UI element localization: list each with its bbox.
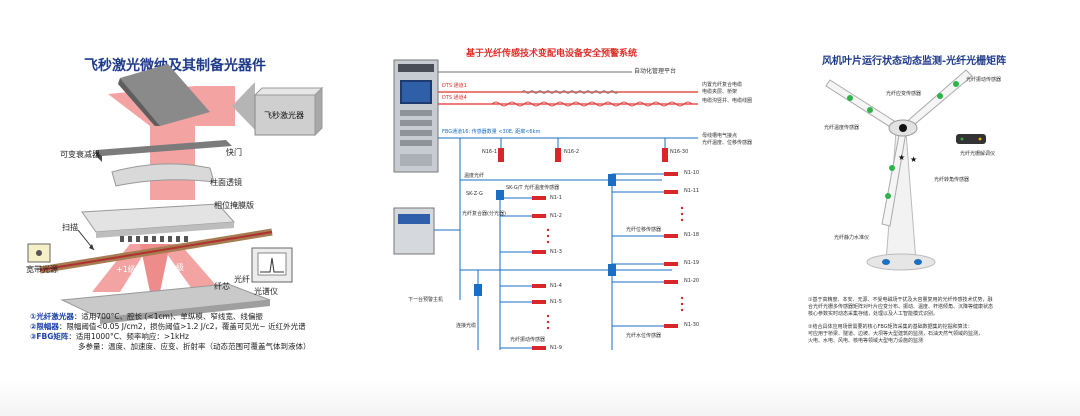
wind-turbine-panel: 风机叶片运行状态动态监测-光纤光栅矩阵 ★ ★ 光纤振动传感器 光纤应变传感器 … bbox=[790, 0, 1080, 416]
node-n1-18: N1-18 bbox=[684, 232, 700, 238]
label-minus1: -1级 bbox=[168, 263, 184, 272]
top-sensor-row bbox=[498, 148, 668, 162]
hub bbox=[899, 124, 907, 132]
label-angle-sensor: 光纤转角传感器 bbox=[934, 177, 970, 183]
caption-p1-l3: 核心参数实时动态采集存储，处理以及人工智能模式识别。 bbox=[808, 311, 939, 317]
label-sk: SK-Z-G bbox=[466, 191, 483, 197]
label-platform: 自动化管理平台 bbox=[634, 68, 677, 75]
panel1-title: 飞秒激光微纳及其制备光器件 bbox=[84, 58, 266, 74]
node-n1-3: N1-3 bbox=[550, 249, 562, 255]
cylindrical-lens bbox=[111, 163, 215, 187]
label-source: 宽带光源 bbox=[26, 265, 58, 274]
label-demod: 光纤光栅解调仪 bbox=[960, 151, 996, 157]
node-n1-4: N1-4 bbox=[550, 283, 562, 289]
label-remote: 温度光纤 bbox=[464, 173, 485, 179]
label-attenuator: 可变衰减器 bbox=[60, 150, 100, 159]
label-scan: 扫描 bbox=[62, 223, 78, 232]
label-plus1: +1级 bbox=[116, 265, 136, 274]
femtosecond-setup-diagram bbox=[27, 64, 324, 324]
laser-beam-horizontal bbox=[195, 86, 235, 126]
note-3: 母线槽电气接点 bbox=[702, 133, 738, 139]
label-mask: 相位掩膜版 bbox=[214, 201, 254, 210]
mask-grating bbox=[120, 236, 188, 242]
panel1-caption-line1: ①光纤激光器：适用700°C、腔长 (<1cm)、单纵模、窄线宽、线偏振 bbox=[30, 312, 263, 321]
note-2: 电缆沟竖井、电缆线圈 bbox=[702, 98, 753, 104]
laser-beam-vertical bbox=[150, 126, 195, 200]
label-core: 纤芯 bbox=[214, 282, 230, 291]
label-dts1: DTS 通道1 bbox=[442, 83, 467, 89]
svg-text:★: ★ bbox=[898, 153, 905, 162]
label-laser: 飞秒激光器 bbox=[264, 111, 304, 120]
label-lower-unit: 下一台预警主机 bbox=[408, 297, 444, 303]
right-column-sensors bbox=[664, 172, 678, 328]
note-4: 光纤温度、位移传感器 bbox=[702, 140, 753, 146]
green-sensors bbox=[847, 81, 959, 199]
label-shutter: 快门 bbox=[226, 148, 242, 157]
label-vib: 光纤振动传感器 bbox=[510, 337, 546, 343]
label-sensor-b: 光纤水位传感器 bbox=[626, 333, 662, 339]
node-n1-19: N1-19 bbox=[684, 260, 700, 266]
n16-30: N16-30 bbox=[670, 149, 689, 155]
caption-p2-l1: ②结合具体应用场景需要的核心FBG矩阵采集的基础数据集的挖掘和算法： bbox=[808, 324, 973, 330]
label-level-sensor: 光纤静力水准仪 bbox=[834, 235, 870, 241]
label-strain-sensor: 光纤应变传感器 bbox=[886, 91, 922, 97]
label-analyzer: 光谱仪 bbox=[254, 287, 278, 296]
beam-minus1 bbox=[160, 244, 222, 292]
bottom-fade bbox=[0, 380, 1080, 416]
panel1-caption-line2: ②限幅器：限幅阈值<0.05 J/cm2，损伤阈值>1.2 J/c2，覆盖可见光… bbox=[30, 322, 306, 331]
panel3-title: 风机叶片运行状态动态监测-光纤光栅矩阵 bbox=[822, 56, 1007, 67]
substation-warning-panel: 基于光纤传感技术变配电设备安全预警系统 bbox=[372, 0, 752, 416]
svg-text:★: ★ bbox=[910, 155, 917, 164]
caption-p2-l3: 火电、水电、风电、核电等领域大型电力设施的监测 bbox=[808, 338, 924, 344]
node-n1-1: N1-1 bbox=[550, 195, 562, 201]
note-1: 电缆夹层、桥架 bbox=[702, 89, 738, 95]
label-sk2: SK-G/T 光纤温度传感器 bbox=[506, 185, 560, 191]
couplers bbox=[474, 174, 616, 296]
note-0: 内置光纤复合电缆 bbox=[702, 82, 743, 88]
panel1-caption-line4: 多参量：温度、加速度、应变、折射率（动态范围可覆盖气体到液体） bbox=[78, 342, 311, 351]
tower-base bbox=[866, 253, 936, 271]
wind-turbine-diagram: ★ ★ bbox=[825, 69, 986, 271]
label-sensor-a: 光纤位移传感器 bbox=[626, 227, 662, 233]
caption-p2-l2: 可应用于桥梁、隧道、边坡、大坝等大型建筑的监测，石油天然气领域的监测， bbox=[808, 331, 984, 337]
mirror bbox=[120, 64, 210, 126]
left-column-sensors bbox=[532, 196, 546, 350]
label-conn: 连接光缆 bbox=[456, 323, 477, 329]
label-lens: 柱面透镜 bbox=[210, 178, 242, 187]
node-n1-11: N1-11 bbox=[684, 188, 700, 194]
laser-arrow bbox=[232, 82, 255, 130]
panel1-caption-line3: ③FBG矩阵：适用1000°C、频率响应：>1kHz bbox=[30, 332, 189, 341]
label-dts4: DTS 通道4 bbox=[442, 95, 467, 101]
caption-p1-l2: 合光纤光栅多传感器矩阵对叶片应变分布、振动、温度、杆塔倾角、沉降等健康状态 bbox=[808, 304, 994, 310]
node-n1-10: N1-10 bbox=[684, 170, 700, 176]
attenuator bbox=[96, 140, 232, 156]
label-fbg-line: FBG通道16: 传感器数量 <30E, 距离<6km bbox=[442, 129, 541, 135]
node-n1-2: N1-2 bbox=[550, 213, 562, 219]
panel2-title: 基于光纤传感技术变配电设备安全预警系统 bbox=[466, 49, 638, 59]
node-n1-20: N1-20 bbox=[684, 278, 700, 284]
femtosecond-panel: 飞秒激光微纳及其制备光器件 bbox=[0, 0, 330, 416]
blade-right bbox=[903, 69, 973, 131]
node-n1-9: N1-9 bbox=[550, 345, 562, 351]
node-n1-5: N1-5 bbox=[550, 299, 562, 305]
caption-p1-l1: ①基于高精度、本安、无源、不受电磁场干扰及大容量复用的光纤传感技术优势，融 bbox=[808, 297, 993, 303]
label-left-desc: 光纤复合器(分光器) bbox=[462, 211, 506, 217]
n16-1: N16-1 bbox=[482, 149, 498, 155]
n16-2: N16-2 bbox=[564, 149, 580, 155]
demodulator-box bbox=[956, 134, 986, 144]
substation-system-diagram bbox=[393, 59, 698, 350]
label-temp-sensor: 光纤温度传感器 bbox=[824, 125, 860, 131]
label-fiber: 光纤 bbox=[234, 275, 250, 284]
label-vib-sensor: 光纤振动传感器 bbox=[966, 77, 1002, 83]
node-n1-30: N1-30 bbox=[684, 322, 700, 328]
